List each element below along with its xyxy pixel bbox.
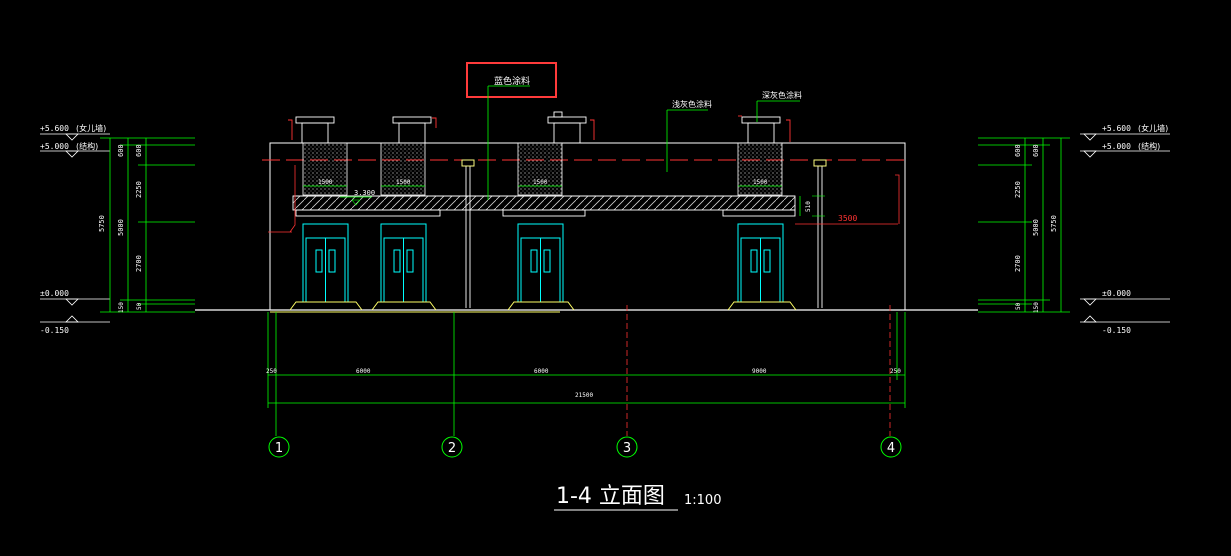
left-outdoor-level: -0.150 [40,326,69,335]
axis-3-label: 3 [623,441,631,456]
left-dim-total: 5750 [98,215,106,232]
door-1 [302,223,349,303]
parapet-boxes [302,142,783,196]
axis-2-label: 2 [448,441,456,456]
left-dim-2250: 2250 [135,181,143,198]
hdim-6000-a: 6000 [356,368,371,375]
doors [302,223,784,303]
right-structure-note: (结构) [1138,141,1160,151]
title-name: 1-4 立面图 [556,484,665,509]
right-dim-150: 150 [1033,302,1040,313]
title-scale: 1:100 [684,493,721,508]
callout-blue-paint: 蓝色涂料 [494,75,530,87]
horizontal-dimensions: 250 6000 6000 9000 250 21500 [266,305,906,436]
hdim-250-left: 250 [266,368,277,375]
box-width-3: 1500 [533,179,548,186]
right-dim-2250: 2250 [1014,181,1022,198]
left-dim-150: 150 [118,302,125,313]
callout-light-gray-paint: 浅灰色涂料 [672,99,712,109]
hdim-9000: 9000 [752,368,767,375]
box-width-4: 1500 [753,179,768,186]
right-dim-total: 5750 [1050,215,1058,232]
canopy-height-dim: 510 [805,201,812,212]
door-3 [517,223,564,303]
hdim-250-right: 250 [890,368,901,375]
rooftop-chimneys [295,111,781,144]
door-2 [380,223,427,303]
right-parapet-note: (女儿墙) [1138,123,1168,133]
highlight-box [466,62,557,98]
box-width-2: 1500 [396,179,411,186]
wall-outline [269,142,906,310]
overhang-dim: 3500 [838,214,857,223]
door-4 [737,223,784,303]
right-parapet-level: +5.600 [1102,124,1131,133]
right-ground-level: ±0.000 [1102,289,1131,298]
axis-1-label: 1 [275,441,283,456]
material-callouts: 蓝色涂料 浅灰色涂料 深灰色涂料 [466,62,802,200]
right-structure-level: +5.000 [1102,142,1131,151]
left-elevation-markers: +5.600 (女儿墙) +5.000 (结构) ±0.000 -0.150 5… [40,123,195,335]
left-dim-2700: 2700 [135,255,143,272]
left-dim-50: 50 [136,302,143,310]
box-width-1: 1500 [318,179,333,186]
callout-dark-gray-paint: 深灰色涂料 [762,90,802,100]
axis-bubbles: 1 2 3 4 [268,436,902,458]
canopy-band [292,195,796,211]
left-parapet-note: (女儿墙) [76,123,106,133]
left-dim-600a: 600 [117,144,125,157]
left-dim-sub: 5000 [117,219,125,236]
left-ground-level: ±0.000 [40,289,69,298]
axis-4-label: 4 [887,441,895,456]
left-structure-note: (结构) [76,141,98,151]
downpipes [461,159,827,308]
left-parapet-level: +5.600 [40,124,69,133]
right-dim-50: 50 [1015,302,1022,310]
building-elevation: 1500 1500 1500 1500 3.300 [195,111,978,313]
left-dim-600b: 600 [135,144,143,157]
left-structure-level: +5.000 [40,142,69,151]
hdim-6000-b: 6000 [534,368,549,375]
right-dim-sub: 5000 [1032,219,1040,236]
door-steps [289,301,797,311]
hdim-total: 21500 [575,392,593,399]
right-dim-600a: 600 [1014,144,1022,157]
canopy-level: 3.300 [354,189,375,197]
right-outdoor-level: -0.150 [1102,326,1131,335]
drawing-title: 1-4 立面图 1:100 [554,484,721,511]
right-dim-2700: 2700 [1014,255,1022,272]
right-dim-600b: 600 [1032,144,1040,157]
right-elevation-markers: +5.600 (女儿墙) +5.000 (结构) ±0.000 -0.150 5… [978,123,1170,335]
